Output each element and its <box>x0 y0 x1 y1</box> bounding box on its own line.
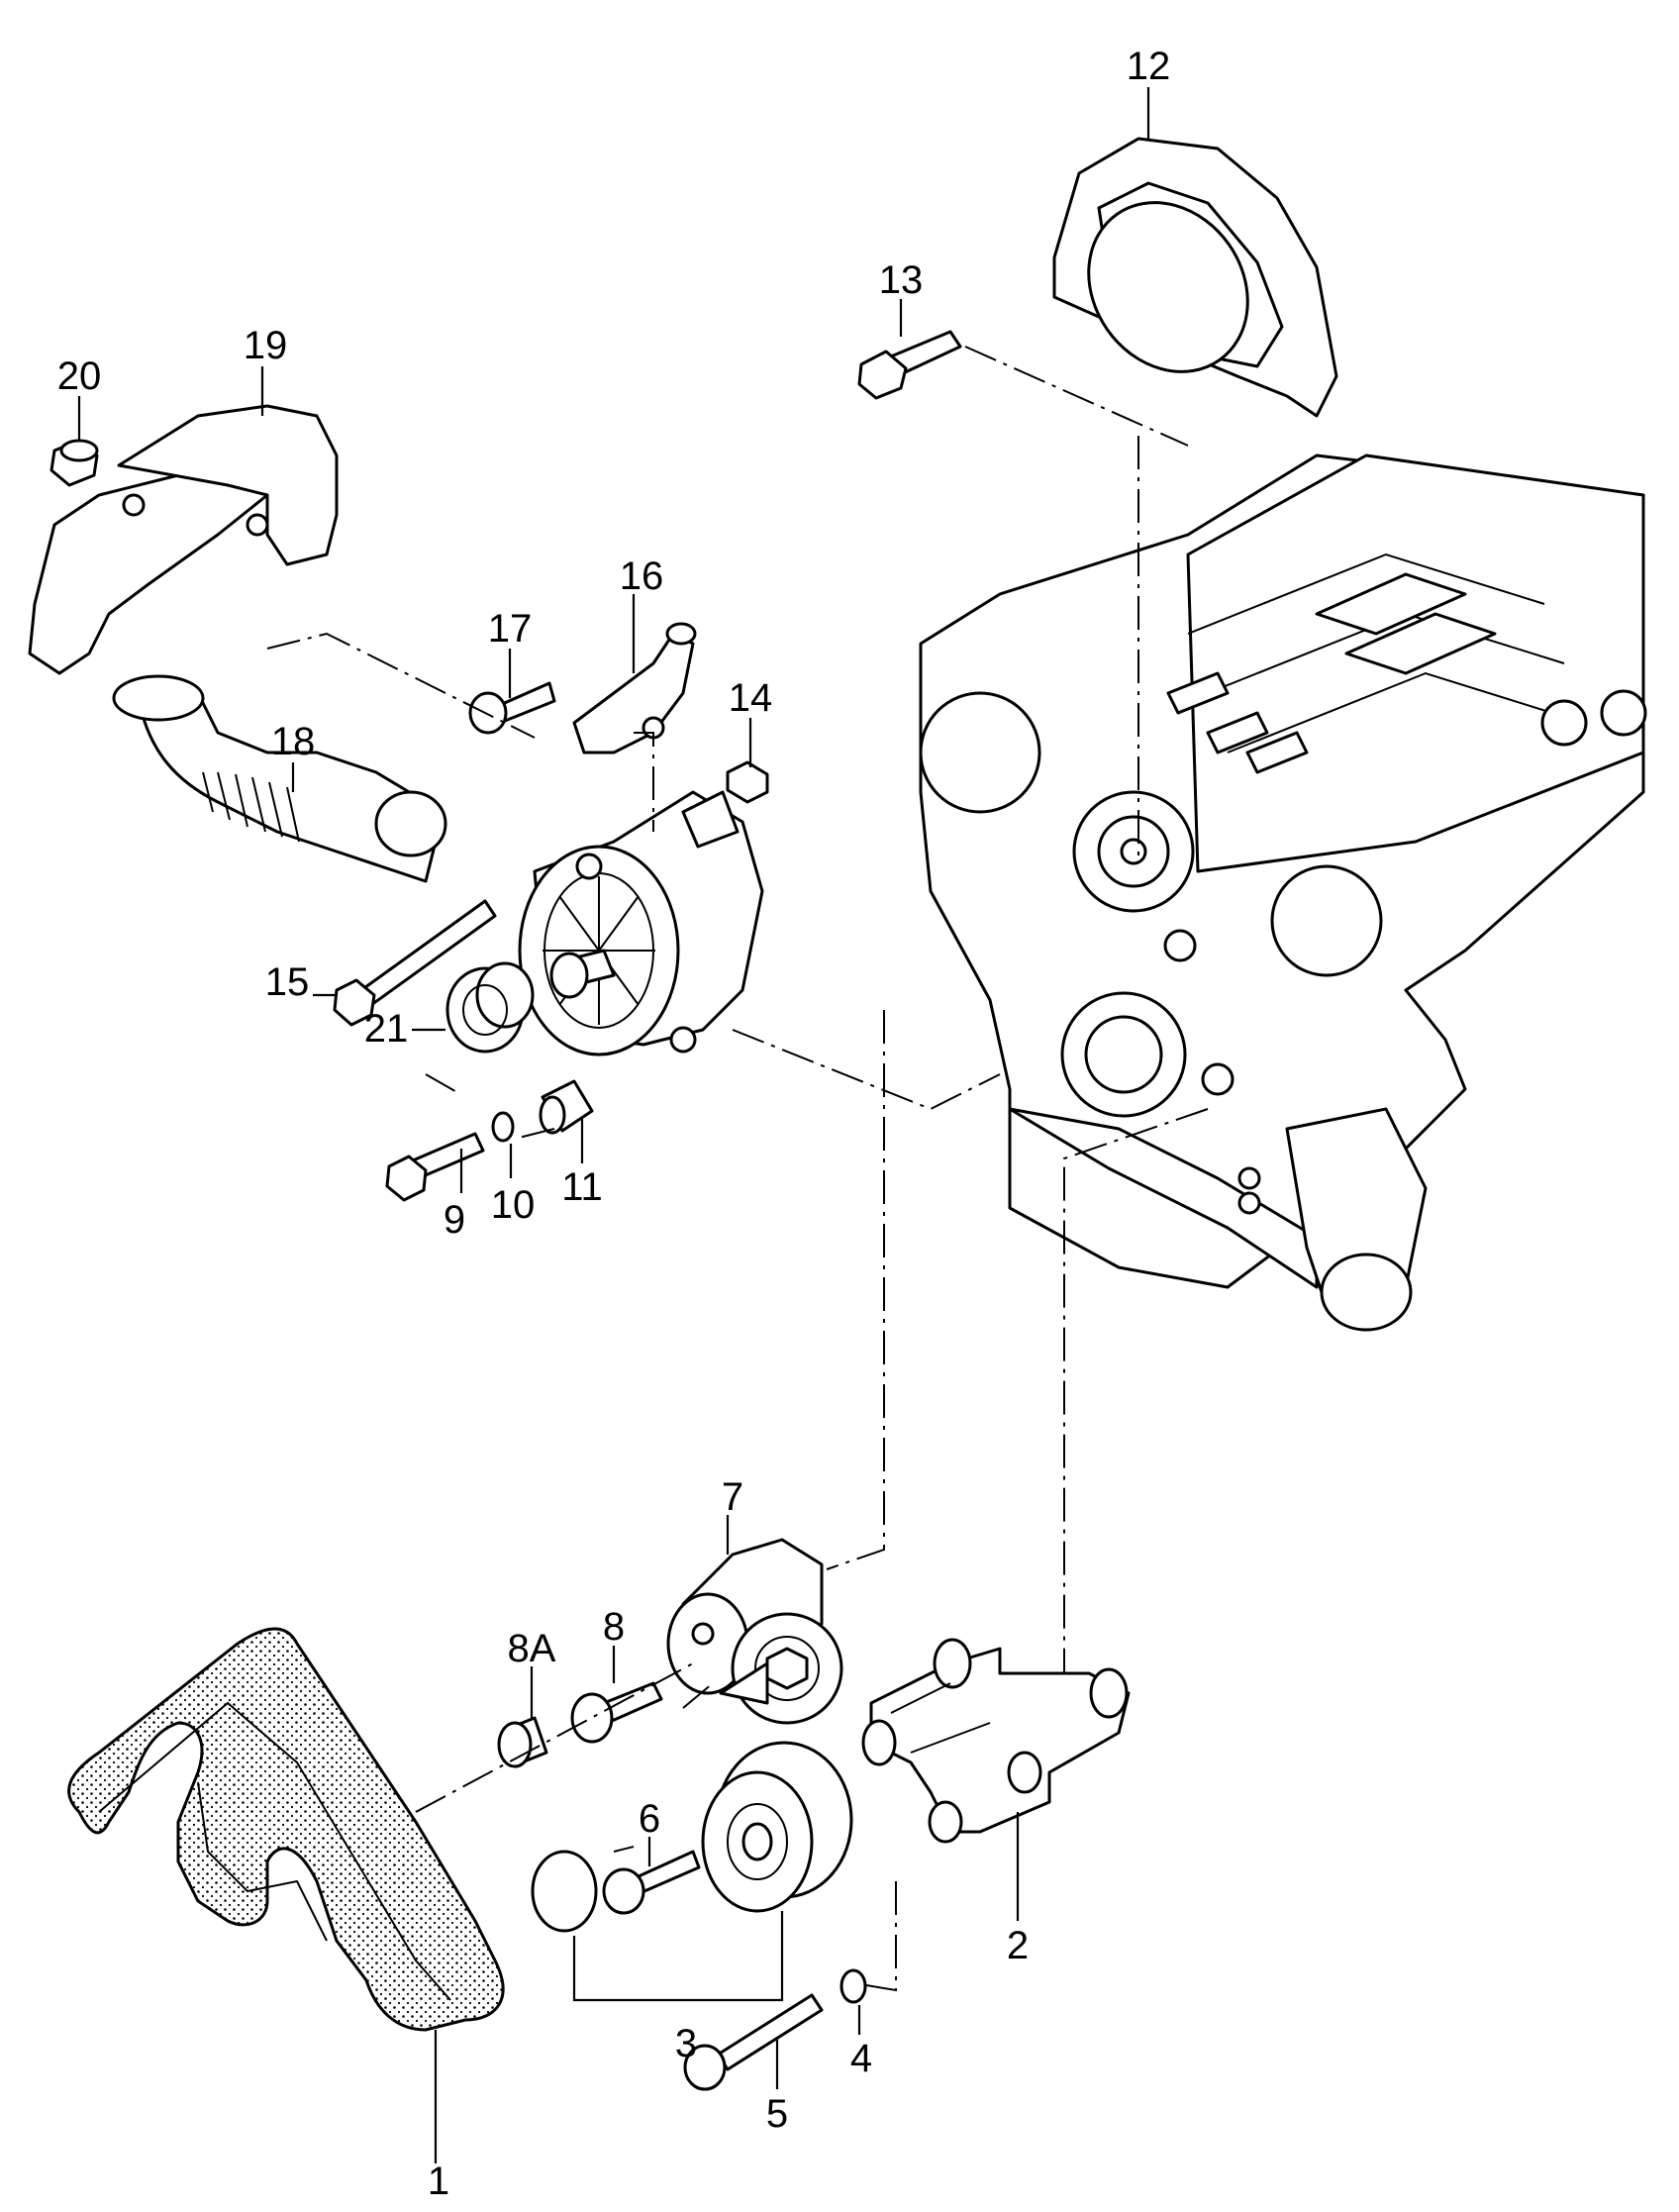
callout-8a: 8A <box>508 1627 556 1670</box>
callout-13: 13 <box>879 258 924 302</box>
timing-belt-cover <box>1052 137 1338 418</box>
callout-11: 11 <box>561 1165 603 1209</box>
callout-10: 10 <box>491 1183 536 1227</box>
tensioner-bolt <box>570 1681 663 1744</box>
assembly-lines <box>266 346 1209 1992</box>
mount-bolt <box>385 1132 485 1202</box>
callout-15: 15 <box>265 960 310 1004</box>
bracket-bolt <box>468 681 556 735</box>
tensioner-cap <box>497 1716 548 1768</box>
callout-labels: 1 2 3 4 5 6 7 8 8A 9 10 11 12 13 14 15 1… <box>57 45 1171 2203</box>
air-duct-bracket <box>28 404 339 675</box>
alternator <box>518 790 764 1056</box>
callout-14: 14 <box>729 676 773 720</box>
pulley-cap <box>531 1850 598 1933</box>
callout-8: 8 <box>603 1605 625 1649</box>
long-bolt <box>333 899 497 1027</box>
idler-pulley <box>701 1741 853 1913</box>
callout-20: 20 <box>57 354 102 398</box>
alternator-nut <box>726 760 769 804</box>
tensioner-bracket <box>861 1638 1131 1844</box>
callout-6: 6 <box>639 1797 660 1841</box>
callout-12: 12 <box>1127 45 1171 88</box>
belt-tensioner <box>666 1538 843 1725</box>
callout-9: 9 <box>444 1198 465 1242</box>
clip-nut <box>49 439 99 487</box>
alternator-pulley <box>445 961 535 1054</box>
callout-7: 7 <box>722 1475 743 1519</box>
idler-bolt <box>602 1850 701 1915</box>
callout-4: 4 <box>850 2037 872 2080</box>
callout-5: 5 <box>766 2092 788 2136</box>
serpentine-belt <box>67 1627 505 2032</box>
callout-17: 17 <box>488 607 533 651</box>
leader-lines <box>77 87 1150 2163</box>
callout-21: 21 <box>364 1007 409 1051</box>
washer <box>491 1111 515 1143</box>
cover-bolt <box>857 330 962 400</box>
callout-1: 1 <box>428 2160 449 2203</box>
engine-block <box>919 453 1647 1332</box>
callout-19: 19 <box>244 324 288 367</box>
bracket-washer <box>840 1968 867 2004</box>
spacer-sleeve <box>539 1079 594 1135</box>
callout-2: 2 <box>1007 1924 1029 1967</box>
intake-hose <box>112 674 447 883</box>
callout-3: 3 <box>675 2022 697 2065</box>
bracket-long-bolt <box>683 1993 824 2091</box>
callout-18: 18 <box>271 720 316 763</box>
callout-16: 16 <box>620 554 664 598</box>
alternator-bracket <box>572 622 697 754</box>
